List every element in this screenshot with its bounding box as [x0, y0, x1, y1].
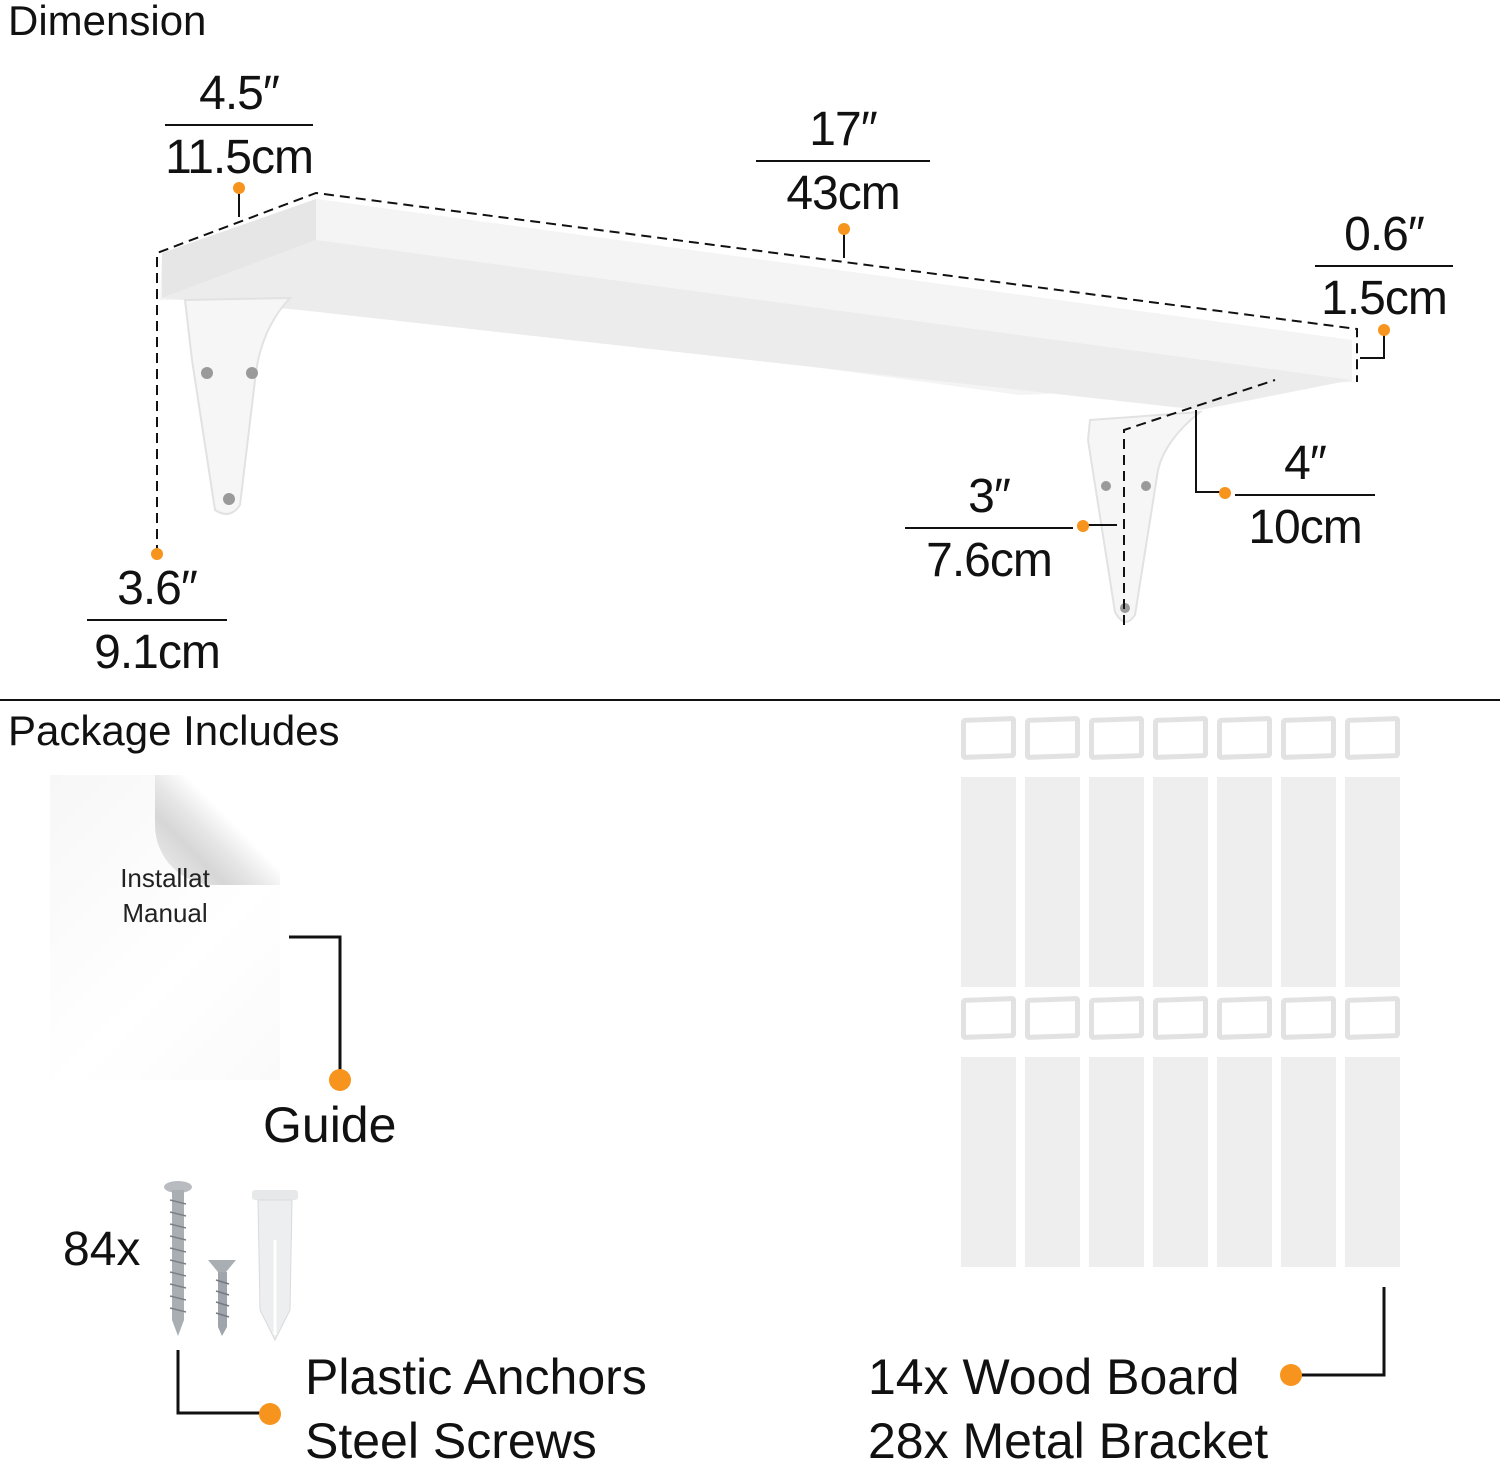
fraction-rule	[905, 527, 1073, 529]
marker-dot	[233, 182, 245, 194]
marker-dot	[151, 548, 163, 560]
metal-bracket-icon	[1153, 716, 1208, 760]
metal-bracket-icon	[1025, 996, 1080, 1040]
marker-dot	[1378, 324, 1390, 336]
metal-bracket-icon	[1281, 716, 1336, 760]
dim-length-cm: 43cm	[786, 167, 900, 220]
dim-thickness: 0.6″ 1.5cm	[1315, 211, 1453, 323]
dashed-bracket-outline	[1123, 379, 1276, 625]
left-bracket	[183, 296, 293, 515]
metal-bracket-icon	[1281, 996, 1336, 1040]
shelf-underside	[162, 240, 1352, 410]
dim-bracket-height-inch: 3″	[968, 470, 1011, 523]
metal-bracket-icon	[1153, 996, 1208, 1040]
manual-line1: Installat	[120, 863, 210, 893]
wood-board-icon	[1025, 777, 1080, 987]
dim-depth-cm: 11.5cm	[165, 131, 314, 184]
dim-bracket-height-cm: 7.6cm	[926, 534, 1053, 587]
wood-board-icon	[1281, 777, 1336, 987]
screw-icon	[246, 367, 258, 379]
metal-bracket-icon	[1089, 716, 1144, 760]
metal-bracket-icon	[1345, 716, 1400, 760]
fraction-rule	[165, 124, 313, 126]
installation-manual: Installat Manual	[50, 775, 280, 1080]
hardware-line2: Steel Screws	[305, 1413, 597, 1469]
dim-total-height-cm: 9.1cm	[94, 626, 221, 679]
shelf-illustration	[151, 182, 1390, 625]
marker-dot	[329, 1069, 351, 1091]
wood-board-icon	[1281, 1057, 1336, 1267]
wood-board-icon	[1089, 1057, 1144, 1267]
wood-board-icon	[1217, 1057, 1272, 1267]
wood-board-icon	[961, 1057, 1016, 1267]
metal-bracket-icon	[961, 996, 1016, 1040]
page-curl-icon	[155, 775, 280, 885]
fraction-rule	[1235, 494, 1375, 496]
plastic-anchor-icon	[252, 1190, 298, 1342]
metal-bracket-icon	[1089, 996, 1144, 1040]
dimension-title: Dimension	[8, 0, 207, 44]
metal-bracket-icon	[1217, 716, 1272, 760]
screw-icon	[1101, 481, 1111, 491]
wood-board-icon	[1089, 777, 1144, 987]
dim-total-height-inch: 3.6″	[117, 562, 198, 615]
metal-bracket-icon	[1345, 996, 1400, 1040]
guide-label: Guide	[263, 1097, 397, 1153]
fraction-rule	[756, 160, 930, 162]
boards-line2: 28x Metal Bracket	[868, 1413, 1269, 1469]
wood-board-icon	[1345, 777, 1400, 987]
shelf-front-edge	[162, 199, 316, 298]
dim-bracket-depth: 4″ 10cm	[1235, 440, 1375, 552]
marker-dot	[259, 1403, 281, 1425]
dim-thickness-cm: 1.5cm	[1321, 272, 1448, 325]
package-includes-title: Package Includes	[8, 707, 340, 754]
metal-bracket-icon	[961, 716, 1016, 760]
metal-bracket-icon	[1025, 716, 1080, 760]
manual-line2: Manual	[122, 898, 208, 928]
dim-depth: 4.5″ 11.5cm	[165, 67, 314, 184]
wood-board-icon	[1153, 777, 1208, 987]
marker-dot	[1077, 520, 1089, 532]
boards-line1: 14x Wood Board	[868, 1349, 1240, 1405]
short-screw-icon	[208, 1260, 236, 1336]
dim-depth-inch: 4.5″	[199, 67, 280, 120]
dim-length: 17″ 43cm	[756, 106, 930, 218]
hardware-count: 84x	[63, 1223, 141, 1276]
fraction-rule	[87, 619, 227, 621]
marker-dot	[1219, 487, 1231, 499]
fraction-rule	[1315, 265, 1453, 267]
dashed-depth-outline	[156, 191, 1358, 555]
dim-bracket-depth-inch: 4″	[1284, 437, 1327, 490]
right-bracket	[1086, 410, 1204, 623]
metal-bracket-icon	[1217, 996, 1272, 1040]
dim-total-height: 3.6″ 9.1cm	[87, 565, 227, 677]
dim-bracket-depth-cm: 10cm	[1248, 501, 1362, 554]
screw-icon	[1141, 481, 1151, 491]
hardware-line1: Plastic Anchors	[305, 1349, 647, 1405]
dim-thickness-inch: 0.6″	[1344, 208, 1425, 261]
dim-length-inch: 17″	[809, 103, 877, 156]
wood-board-icon	[1217, 777, 1272, 987]
wood-board-icon	[1153, 1057, 1208, 1267]
wood-board-icon	[961, 777, 1016, 987]
marker-dot	[838, 223, 850, 235]
screw-icon	[223, 493, 235, 505]
wood-board-icon	[1025, 1057, 1080, 1267]
section-divider	[0, 699, 1500, 701]
screw-icon	[201, 367, 213, 379]
dim-bracket-height: 3″ 7.6cm	[905, 473, 1073, 585]
wood-board-icon	[1345, 1057, 1400, 1267]
marker-dot	[1280, 1364, 1302, 1386]
long-screw-icon	[164, 1181, 192, 1336]
